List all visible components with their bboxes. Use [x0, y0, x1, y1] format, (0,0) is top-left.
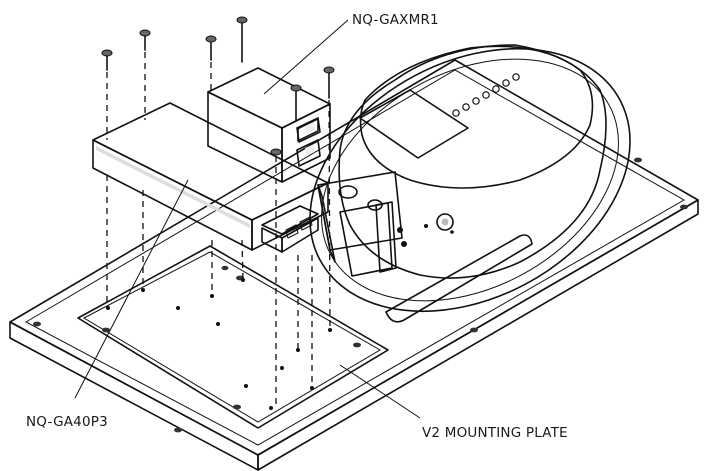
screw-shafts [106, 22, 330, 121]
side-bracket [317, 171, 407, 277]
alignment-lines [106, 52, 331, 408]
label-v2-mounting-plate: V2 MOUNTING PLATE [422, 425, 568, 441]
leader-lines [74, 19, 421, 419]
label-nq-gaxmr1: NQ-GAXMR1 [352, 12, 439, 28]
module-gaxmr1 [207, 67, 331, 183]
module-ga40p3 [92, 102, 329, 253]
mounting-screws [101, 16, 335, 156]
label-nq-ga40p3: NQ-GA40P3 [26, 414, 108, 430]
dome-housing [309, 44, 631, 313]
